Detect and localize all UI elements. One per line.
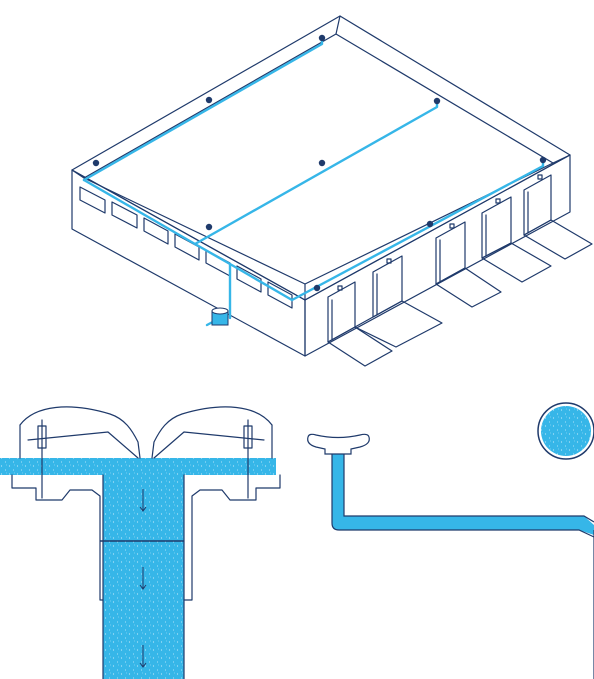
roof-drain-icon [433, 97, 441, 105]
window [111, 201, 138, 229]
pipe-detail [307, 402, 594, 679]
pipe-run [82, 36, 324, 182]
drain-tank [211, 307, 229, 326]
cleanout-cap-icon [307, 433, 370, 455]
roof-drain-icon [426, 220, 434, 228]
down-arrow-icon [139, 567, 147, 590]
pipe-run [82, 178, 294, 302]
roof-drain-icon [205, 223, 213, 231]
window [174, 233, 200, 261]
window [267, 281, 293, 309]
drain-cross-section [0, 406, 281, 679]
window [79, 186, 106, 214]
right-wall [304, 154, 571, 357]
window [143, 217, 169, 245]
loading-pads [327, 219, 593, 367]
loading-bay-doors [327, 174, 552, 343]
pipe-end-circle [537, 402, 594, 460]
left-wall [71, 169, 306, 357]
drain-dome [19, 406, 273, 459]
window [236, 265, 262, 293]
flow-arrows [139, 489, 147, 668]
roof-drain-icon [318, 159, 326, 167]
roof-drain-pipes [82, 36, 545, 327]
down-arrow-icon [139, 645, 147, 668]
roof-drain-icon [539, 156, 547, 164]
roof-drain-icon [318, 34, 326, 42]
clerestory-windows [79, 186, 293, 309]
roof-drain-icon [205, 96, 213, 104]
roof-drain-icon [313, 284, 321, 292]
pipe-run [193, 99, 439, 246]
down-arrow-icon [139, 489, 147, 512]
pipe-run [290, 160, 545, 302]
roof-drains [92, 34, 547, 292]
roof-outline [71, 15, 571, 301]
pipe-body [332, 454, 594, 535]
roof-drain-icon [92, 159, 100, 167]
roof-inner-edge [83, 33, 554, 285]
building [71, 15, 593, 367]
drain-flange [11, 474, 104, 601]
